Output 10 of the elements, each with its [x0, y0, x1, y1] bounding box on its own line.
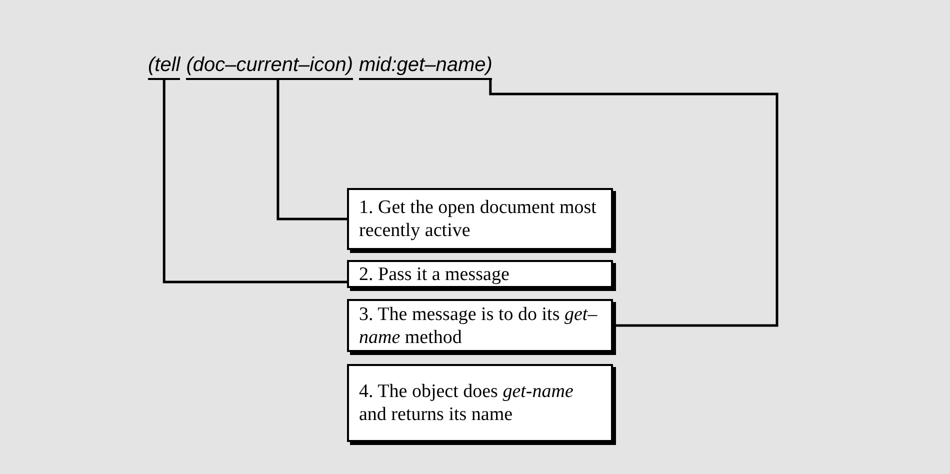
leader-line: [276, 80, 347, 220]
leader-line: [162, 80, 347, 284]
step-box: 2. Pass it a message: [347, 260, 613, 288]
step-box: 4. The object does get-name and returns its name: [347, 364, 613, 442]
code-token: mid:get–name): [358, 52, 492, 80]
code-token: (doc–current–icon): [186, 52, 353, 80]
step-box: 1. Get the open document most recently active: [347, 188, 613, 250]
leader-line: [489, 80, 778, 327]
code-token: (tell: [148, 52, 180, 80]
step-box: 3. The message is to do its get–name method: [347, 299, 613, 352]
